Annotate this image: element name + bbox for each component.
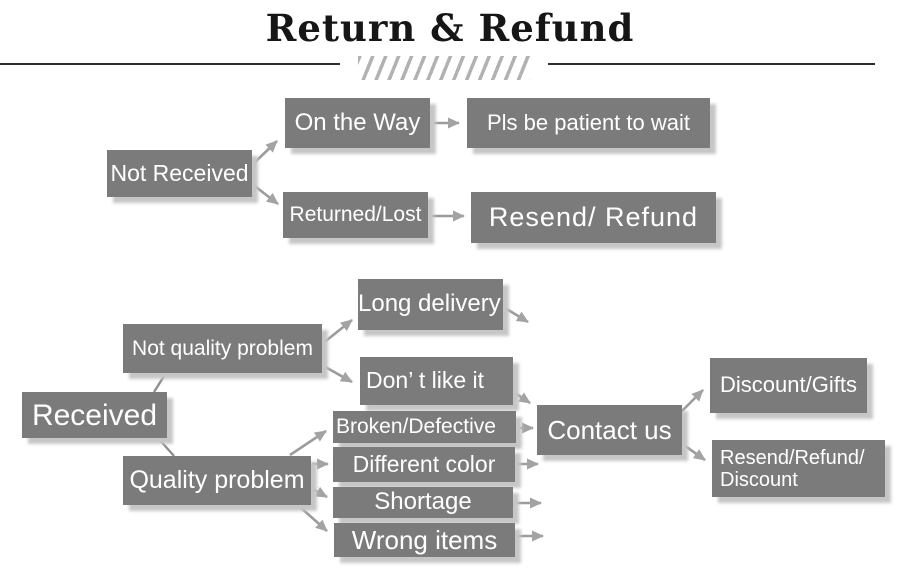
node-broken-defective: Broken/Defective <box>333 411 516 443</box>
edge-long_delivery-to-contact_us <box>504 306 529 324</box>
node-returned-lost: Returned/Lost <box>283 192 428 238</box>
node-pls-be-patient: Pls be patient to wait <box>467 98 710 148</box>
node-resend-refund-discount: Resend/Refund/ Discount <box>712 440 885 497</box>
node-not-quality-problem: Not quality problem <box>123 324 322 373</box>
node-resend-refund: Resend/ Refund <box>471 192 716 243</box>
node-not-received: Not Received <box>107 150 252 197</box>
edge-not_quality_problem-to-dont_like_it <box>319 362 353 384</box>
edge-quality_problem-to-broken_defective <box>289 429 327 457</box>
node-different-color: Different color <box>333 447 515 482</box>
edge-not_quality_problem-to-long_delivery <box>321 318 353 346</box>
node-wrong-items: Wrong items <box>334 523 515 557</box>
node-received: Received <box>22 392 167 438</box>
edge-received-to-not_quality_problem <box>152 372 168 393</box>
edge-not_received-to-returned_lost <box>251 182 279 206</box>
edge-received-to-quality_problem <box>157 437 175 457</box>
node-quality-problem: Quality problem <box>123 456 311 505</box>
divider-line-left <box>0 63 340 65</box>
node-contact-us: Contact us <box>537 405 682 455</box>
edge-contact_us-to-resend_refund_discount <box>677 439 706 462</box>
edge-not_received-to-on_the_way <box>251 140 278 166</box>
node-discount-gifts: Discount/Gifts <box>710 358 867 413</box>
edge-quality_problem-to-wrong_items <box>299 506 328 532</box>
page-title: Return & Refund <box>265 6 635 50</box>
divider-hatch-decoration <box>358 56 530 80</box>
divider-line-right <box>548 63 875 65</box>
node-resend-refund-discount-line1: Resend/Refund/ <box>720 446 865 469</box>
node-shortage: Shortage <box>333 487 513 518</box>
node-on-the-way: On the Way <box>285 98 430 148</box>
node-resend-refund-discount-line2: Discount <box>720 468 798 491</box>
node-dont-like-it: Don’ t like it <box>360 357 513 405</box>
node-long-delivery: Long delivery <box>358 279 503 330</box>
